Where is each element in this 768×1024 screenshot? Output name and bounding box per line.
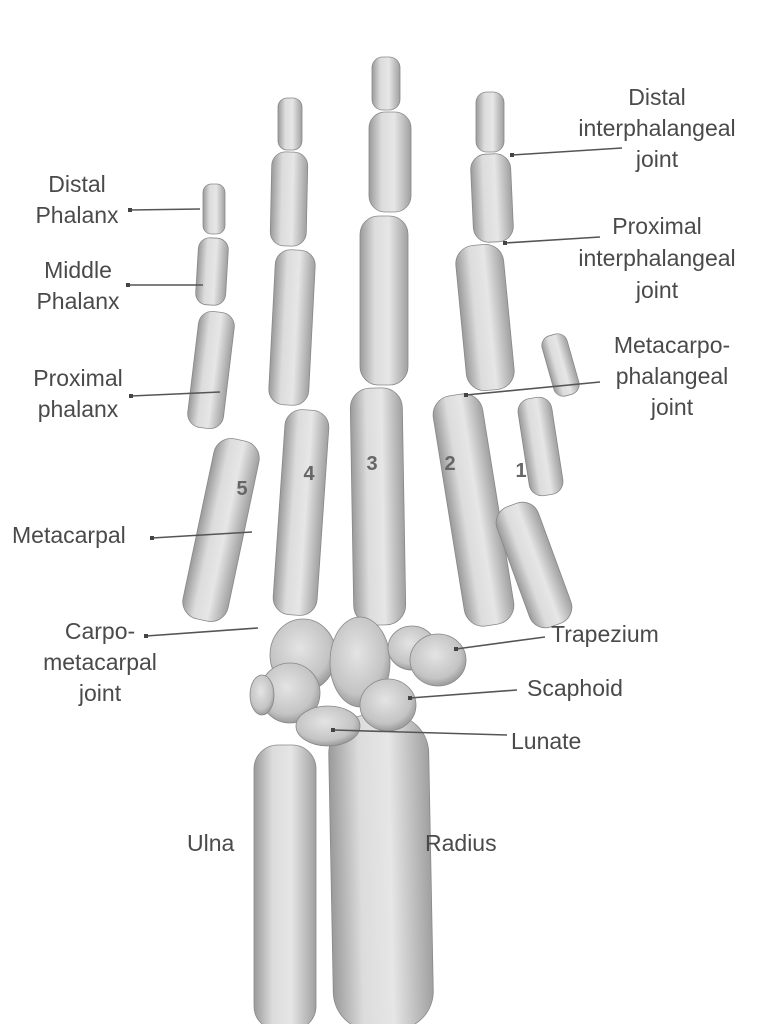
leader-line <box>465 381 601 396</box>
leader-dot <box>510 153 514 157</box>
leader-dot <box>454 647 458 651</box>
middle-phalanx-3 <box>368 111 412 213</box>
label-middle-phalanx: Middle <box>44 257 112 283</box>
metacarpal-4 <box>272 409 330 616</box>
finger-number-1: 1 <box>515 460 526 482</box>
label-metacarpophalangeal-joint: phalangeal <box>616 363 729 389</box>
label-proximal-interphalangeal-joint: interphalangeal <box>578 245 735 271</box>
radius-bone <box>328 714 434 1024</box>
leader-dot <box>126 283 130 287</box>
finger-number-4: 4 <box>303 463 315 485</box>
leader-line <box>511 147 623 156</box>
label-proximal-interphalangeal-joint: Proximal <box>612 213 701 239</box>
leader-line <box>409 689 518 699</box>
finger-number-2: 2 <box>444 453 455 475</box>
leader-lines <box>126 147 623 736</box>
distal-phalanx-1 <box>541 333 580 397</box>
labels-group: DistalPhalanxMiddlePhalanxProximalphalan… <box>12 84 736 856</box>
distal-phalanx-5 <box>202 183 226 235</box>
proximal-phalanx-2 <box>455 243 515 392</box>
label-proximal-phalanx: Proximal <box>33 365 122 391</box>
label-radius: Radius <box>425 830 497 856</box>
leader-dot <box>464 393 468 397</box>
leader-line <box>504 236 601 244</box>
pisiform-bone <box>249 674 275 716</box>
metacarpal-5 <box>182 438 260 622</box>
leader-dot <box>150 536 154 540</box>
ulna-bone <box>253 744 317 1024</box>
label-metacarpophalangeal-joint: joint <box>650 394 694 420</box>
label-distal-interphalangeal-joint: Distal <box>628 84 686 110</box>
label-proximal-phalanx: phalanx <box>38 396 119 422</box>
distal-phalanx-3 <box>371 56 401 111</box>
metacarpal-2 <box>432 393 515 627</box>
middle-phalanx-2 <box>470 153 514 243</box>
bones-group <box>182 56 580 1024</box>
trapezium-bone <box>409 633 467 687</box>
label-scaphoid: Scaphoid <box>527 675 623 701</box>
label-middle-phalanx: Phalanx <box>36 288 120 314</box>
distal-phalanx-2 <box>475 91 505 153</box>
proximal-phalanx-5 <box>187 311 235 429</box>
proximal-phalanx-1 <box>517 396 564 497</box>
leader-dot <box>144 634 148 638</box>
leader-line <box>129 208 201 211</box>
label-proximal-interphalangeal-joint: joint <box>635 277 679 303</box>
middle-phalanx-4 <box>269 151 309 247</box>
leader-line <box>145 627 259 637</box>
proximal-phalanx-4 <box>268 249 316 406</box>
label-distal-phalanx: Distal <box>48 171 106 197</box>
label-ulna: Ulna <box>187 830 235 856</box>
leader-line <box>332 729 508 736</box>
finger-number-5: 5 <box>236 478 247 500</box>
scaphoid-bone <box>359 678 417 732</box>
label-carpometacarpal-joint: metacarpal <box>43 649 157 675</box>
leader-line <box>151 531 253 539</box>
leader-dot <box>129 394 133 398</box>
label-carpometacarpal-joint: Carpo- <box>65 618 135 644</box>
metacarpal-3 <box>349 387 407 626</box>
leader-dot <box>503 241 507 245</box>
finger-number-3: 3 <box>366 453 377 475</box>
middle-phalanx-5 <box>195 237 229 306</box>
leader-dot <box>128 208 132 212</box>
distal-phalanx-4 <box>277 97 303 151</box>
label-metacarpal: Metacarpal <box>12 522 126 548</box>
leader-line <box>455 636 546 650</box>
leader-line <box>130 391 221 397</box>
label-distal-interphalangeal-joint: interphalangeal <box>578 115 735 141</box>
leader-dot <box>408 696 412 700</box>
label-distal-phalanx: Phalanx <box>35 202 119 228</box>
label-metacarpophalangeal-joint: Metacarpo- <box>614 332 730 358</box>
label-carpometacarpal-joint: joint <box>78 680 122 706</box>
lunate-bone <box>295 705 361 747</box>
label-trapezium: Trapezium <box>551 621 659 647</box>
metacarpal-1 <box>495 501 573 629</box>
leader-dot <box>331 728 335 732</box>
label-distal-interphalangeal-joint: joint <box>635 146 679 172</box>
label-lunate: Lunate <box>511 728 581 754</box>
proximal-phalanx-3 <box>359 215 409 386</box>
